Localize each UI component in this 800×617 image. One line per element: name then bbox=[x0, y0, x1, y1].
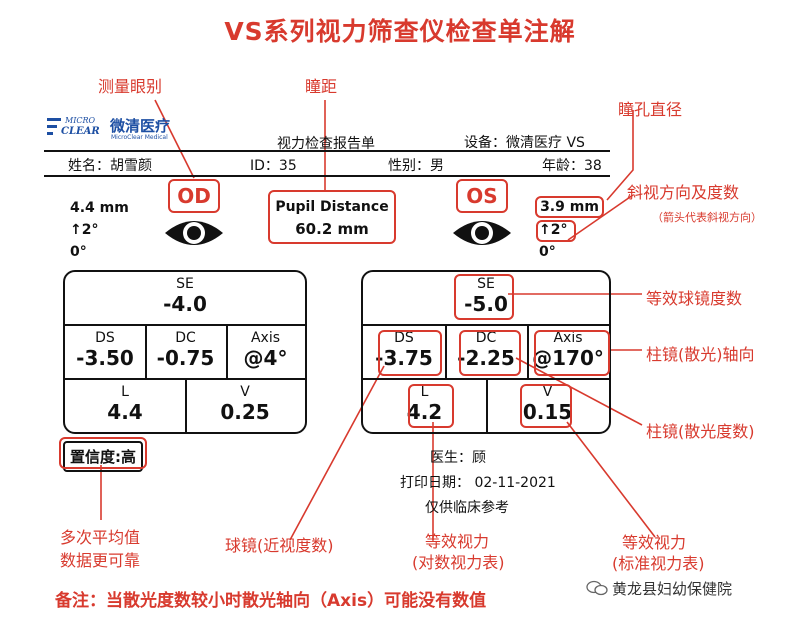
device-info: 设备：微清医疗 VS bbox=[464, 135, 585, 151]
od-axis-value: @4° bbox=[243, 346, 288, 370]
os-dc-value: -2.25 bbox=[457, 346, 515, 370]
annotation-average-2: 数据更可靠 bbox=[60, 551, 141, 570]
os-se-label: SE bbox=[477, 276, 495, 292]
os-v-highlight bbox=[520, 384, 572, 428]
os-squint-extra: 0° bbox=[539, 244, 556, 260]
os-l-highlight bbox=[408, 384, 454, 428]
annotation-eye-label: 测量眼别 bbox=[98, 77, 163, 96]
os-squint: ↑2° bbox=[539, 222, 568, 238]
annotation-axis: 柱镜(散光)轴向 bbox=[646, 345, 755, 364]
annotation-dc: 柱镜(散光度数) bbox=[646, 422, 755, 441]
pupil-distance-label: Pupil Distance bbox=[275, 199, 389, 215]
od-l-value: 4.4 bbox=[107, 400, 143, 424]
od-ds-label: DS bbox=[95, 330, 115, 346]
annotation-ds: 球镜(近视度数) bbox=[225, 536, 334, 555]
os-v-value: 0.15 bbox=[522, 400, 573, 424]
footer-note: 备注：当散光度数较小时散光轴向（Axis）可能没有数值 bbox=[55, 591, 487, 611]
od-label-box bbox=[168, 179, 220, 213]
brand-logo: MICRO CLEAR bbox=[47, 116, 109, 140]
os-eye-icon bbox=[453, 221, 511, 245]
wechat-icon bbox=[586, 580, 608, 596]
od-se-value: -4.0 bbox=[163, 292, 207, 316]
os-ds-value: -3.75 bbox=[375, 346, 433, 370]
os-refraction-panel: SE -5.0 DS -3.75 DC -2.25 Axis @170° L 4… bbox=[361, 270, 611, 434]
confidence-highlight bbox=[59, 437, 147, 469]
os-ds-highlight bbox=[378, 330, 442, 376]
annotation-v-2: (标准视力表) bbox=[612, 554, 705, 573]
os-label: OS bbox=[466, 184, 498, 208]
od-l-label: L bbox=[121, 384, 129, 400]
od-dc-value: -0.75 bbox=[156, 346, 215, 370]
os-axis-label: Axis bbox=[553, 330, 583, 346]
annotation-se: 等效球镜度数 bbox=[646, 289, 743, 308]
od-pupil-size: 4.4 mm bbox=[70, 200, 129, 216]
os-pupil-size: 3.9 mm bbox=[540, 199, 599, 215]
header-divider-top bbox=[44, 150, 610, 152]
disclaimer: 仅供临床参考 bbox=[425, 500, 509, 516]
od-eye-icon bbox=[165, 221, 223, 245]
os-se-highlight bbox=[454, 274, 514, 320]
logo-clear-text: CLEAR bbox=[61, 126, 100, 137]
os-se-value: -5.0 bbox=[464, 292, 508, 316]
logo-english-name: MicroClear Medical bbox=[111, 134, 168, 141]
os-axis-highlight bbox=[534, 330, 610, 376]
annotation-squint-note: （箭头代表斜视方向） bbox=[652, 211, 762, 224]
od-squint: ↑2° bbox=[70, 222, 99, 238]
os-label-box bbox=[456, 179, 508, 213]
od-label: OD bbox=[177, 184, 211, 208]
os-squint-box bbox=[536, 220, 576, 242]
report-title: 视力检查报告单 bbox=[277, 136, 375, 152]
page-title: VS系列视力筛查仪检查单注解 bbox=[224, 17, 576, 46]
watermark-text: 黄龙县妇幼保健院 bbox=[612, 580, 733, 598]
od-squint-extra: 0° bbox=[70, 244, 87, 260]
patient-gender: 性别：男 bbox=[388, 158, 444, 174]
od-v-value: 0.25 bbox=[220, 400, 270, 424]
patient-name: 姓名：胡雪颜 bbox=[68, 158, 152, 174]
print-date: 打印日期： 02-11-2021 bbox=[400, 475, 556, 491]
pupil-distance-box bbox=[268, 190, 396, 244]
os-l-label: L bbox=[420, 384, 429, 400]
header-divider-bottom bbox=[44, 175, 610, 177]
os-axis-value: @170° bbox=[532, 346, 604, 370]
annotation-l-2: (对数视力表) bbox=[412, 553, 505, 572]
od-v-label: V bbox=[240, 384, 250, 400]
doctor-name: 医生：顾 bbox=[430, 450, 486, 466]
logo-chinese-name: 微清医疗 bbox=[110, 117, 171, 135]
annotation-pd: 瞳距 bbox=[305, 77, 338, 96]
od-ds-value: -3.50 bbox=[76, 346, 134, 370]
annotation-squint: 斜视方向及度数 bbox=[627, 183, 740, 202]
annotation-pupil-diameter: 瞳孔直径 bbox=[618, 100, 683, 119]
annotation-v-1: 等效视力 bbox=[622, 533, 687, 552]
os-pupil-box bbox=[535, 196, 604, 218]
patient-age: 年龄：38 bbox=[542, 158, 602, 174]
logo-micro-text: MICRO bbox=[65, 116, 96, 125]
os-dc-label: DC bbox=[475, 330, 497, 346]
pupil-distance-value: 60.2 mm bbox=[295, 220, 369, 238]
confidence-badge: 置信度:高 bbox=[63, 441, 143, 472]
od-refraction-panel: SE -4.0 DS -3.50 DC -0.75 Axis @4° L 4.4… bbox=[63, 270, 307, 434]
os-dc-highlight bbox=[459, 330, 521, 376]
od-se-label: SE bbox=[176, 276, 194, 292]
os-v-label: V bbox=[542, 384, 553, 400]
annotation-average-1: 多次平均值 bbox=[60, 528, 141, 547]
patient-id: ID：35 bbox=[250, 158, 297, 174]
od-dc-label: DC bbox=[175, 330, 196, 346]
annotation-l-1: 等效视力 bbox=[425, 532, 490, 551]
os-ds-label: DS bbox=[394, 330, 414, 346]
od-axis-label: Axis bbox=[250, 330, 281, 346]
os-l-value: 4.2 bbox=[406, 400, 443, 424]
